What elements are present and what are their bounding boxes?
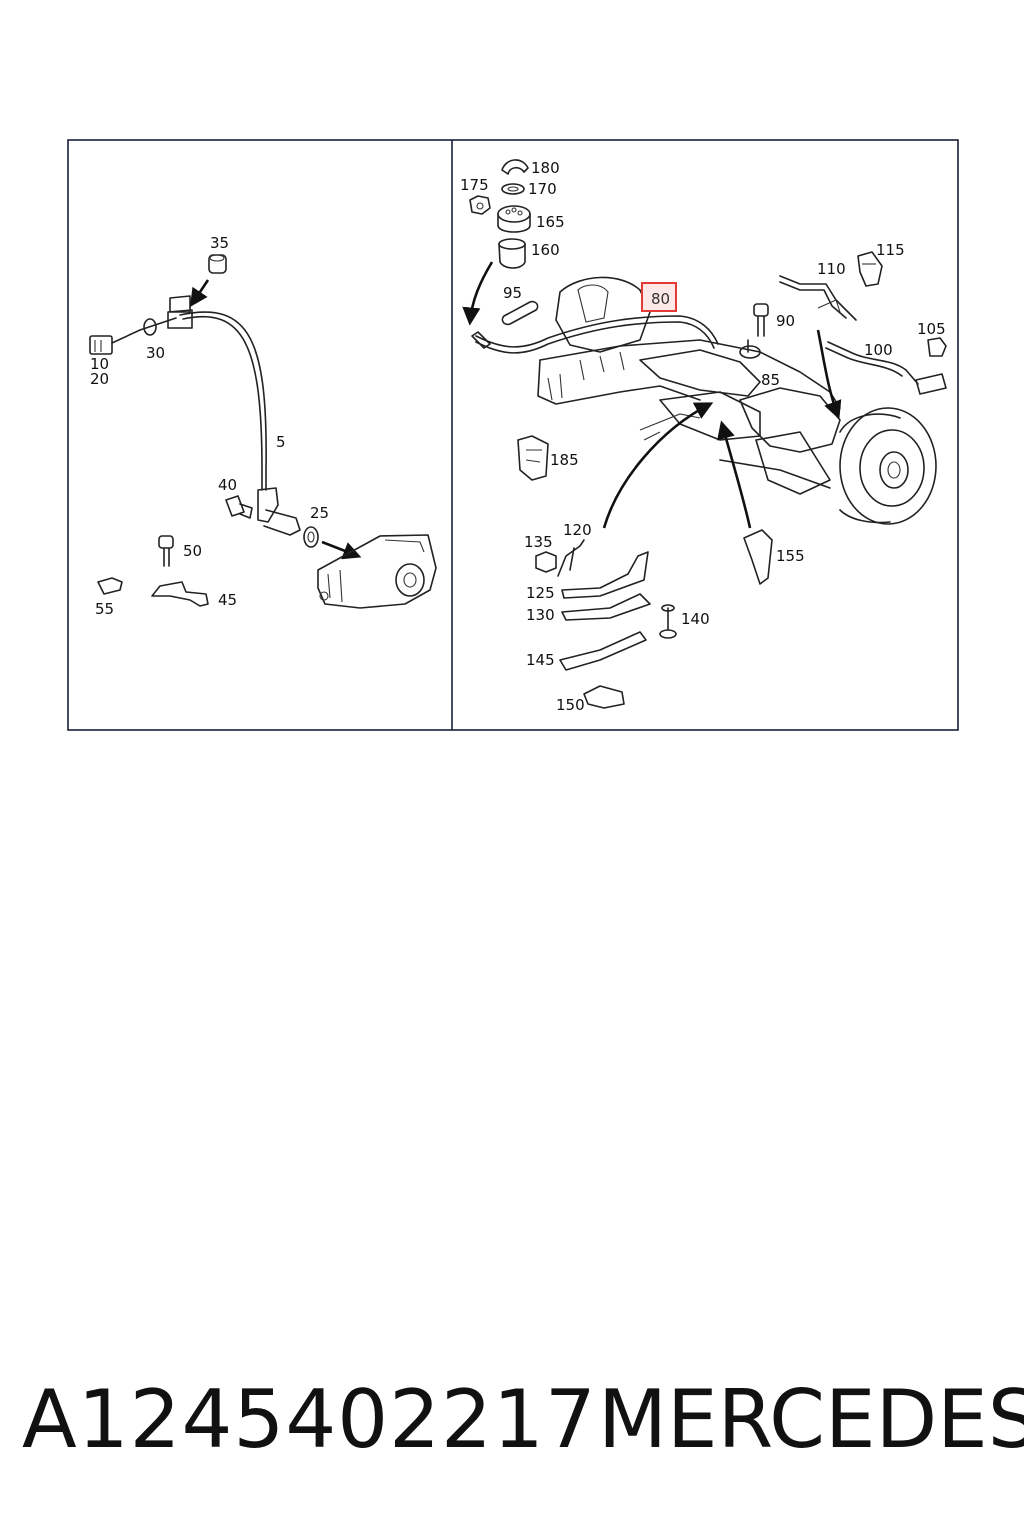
part-95-sleeve[interactable] [501,300,539,326]
part-160-bushing[interactable] [498,238,526,269]
part-5-speed-sensor-cable[interactable] [89,295,301,536]
label-140: 140 [681,610,710,628]
part-165-bearing[interactable] [497,205,531,233]
label-55: 55 [95,600,114,618]
part-170-ring[interactable] [501,183,525,195]
leader-160 [462,261,494,326]
part-80-brake-line[interactable] [471,315,719,354]
part-35-grommet[interactable] [208,254,227,274]
label-45: 45 [218,591,237,609]
rear-axle-assembly [537,276,937,525]
parts-diagram: 35 30 10 20 5 40 25 50 45 55 [67,139,959,731]
right-panel [462,159,947,709]
label-85: 85 [761,371,780,389]
label-80: 80 [651,290,670,308]
label-20: 20 [90,370,109,388]
label-105: 105 [917,320,946,338]
part-175-nut[interactable] [469,195,491,215]
label-10: 10 [90,355,109,373]
part-55-clip[interactable] [97,577,123,595]
part-180-cap[interactable] [501,159,529,175]
part-115-bracket[interactable] [857,251,883,287]
label-185: 185 [550,451,579,469]
part-110-brake-hose[interactable] [779,275,857,321]
label-180: 180 [531,159,560,177]
brand-name: MERCEDES [598,1373,1024,1466]
part-50-bolt[interactable] [158,535,174,567]
label-135: 135 [524,533,553,551]
label-120: 120 [563,521,592,539]
label-130: 130 [526,606,555,624]
part-145-strip[interactable] [559,631,647,671]
part-155-bracket[interactable] [743,529,773,585]
label-95: 95 [503,284,522,302]
part-135-nut[interactable] [535,551,557,573]
label-35: 35 [210,234,229,252]
diagram-frame [67,139,959,731]
left-panel [89,254,437,609]
label-30: 30 [146,344,165,362]
caption-bar: A1245402217 MERCEDES [0,1370,1024,1480]
label-25: 25 [310,504,329,522]
part-120-bracket[interactable] [557,539,585,577]
leader-155 [717,420,752,529]
label-100: 100 [864,341,893,359]
part-25-o-ring[interactable] [303,526,319,548]
differential-housing [317,534,437,609]
leader-35 [189,279,210,308]
part-185-bracket[interactable] [517,435,549,481]
leader-25 [321,540,362,560]
part-130-strip[interactable] [561,593,651,621]
part-100-brake-hose[interactable] [825,341,919,385]
label-150: 150 [556,696,585,714]
label-170: 170 [528,180,557,198]
label-5: 5 [276,433,286,451]
part-90-bolt[interactable] [753,303,769,337]
part-45-bracket[interactable] [151,581,209,607]
label-125: 125 [526,584,555,602]
label-165: 165 [536,213,565,231]
highlight-box-80 [641,282,677,312]
part-number: A1245402217 [22,1373,597,1466]
part-85-fitting[interactable] [739,339,761,359]
part-40-sensor-bolt[interactable] [225,495,253,519]
part-125-shield[interactable] [561,551,649,599]
leader-110 [816,329,842,420]
leader-120 [602,402,714,529]
label-40: 40 [218,476,237,494]
label-90: 90 [776,312,795,330]
label-175: 175 [460,176,489,194]
part-140-screw[interactable] [659,604,677,639]
part-150-clip[interactable] [583,685,625,709]
label-155: 155 [776,547,805,565]
label-50: 50 [183,542,202,560]
label-160: 160 [531,241,560,259]
part-105-bolt[interactable] [915,337,947,395]
label-115: 115 [876,241,905,259]
label-145: 145 [526,651,555,669]
label-110: 110 [817,260,846,278]
